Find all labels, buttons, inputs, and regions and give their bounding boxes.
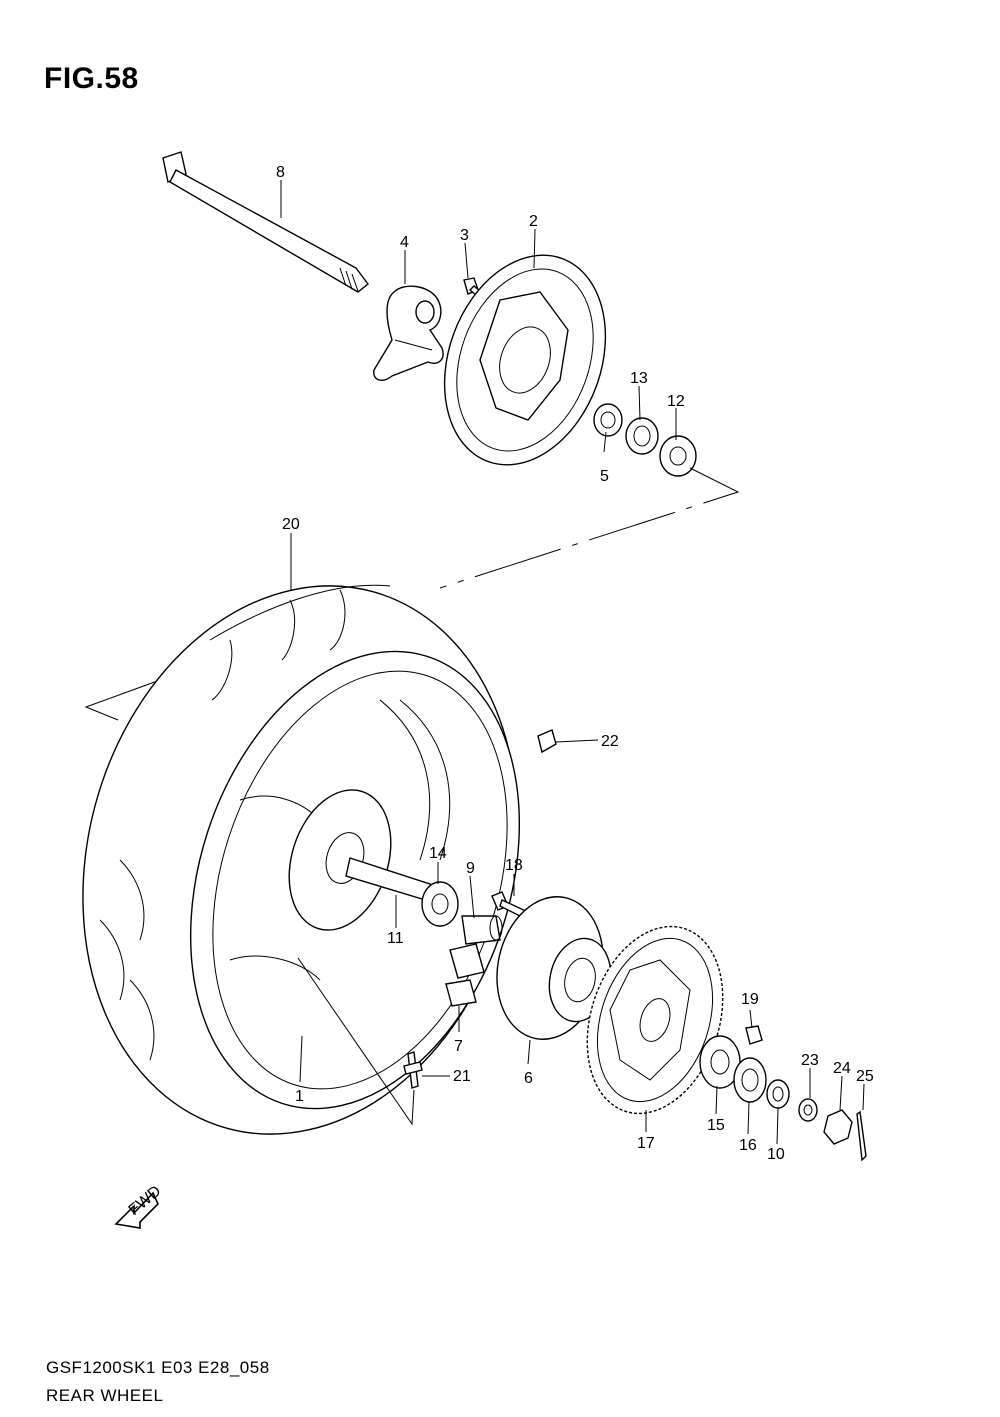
callout-3: 3 [460,227,469,244]
cotter-pin[interactable] [856,1110,867,1162]
tire-valve[interactable] [403,1051,423,1089]
callout-16: 16 [739,1137,757,1154]
model-code: GSF1200SK1 E03 E28_058 [46,1358,270,1377]
wheel-bearing-right[interactable] [421,881,459,927]
diagram-name: REAR WHEEL [46,1386,164,1405]
sprocket-mounting-drum[interactable] [484,887,618,1049]
callout-21: 21 [453,1068,471,1085]
callout-9: 9 [466,860,475,877]
oil-seal[interactable] [625,417,659,455]
callout-7: 7 [454,1038,463,1055]
callout-12: 12 [667,393,685,410]
leader-lines [280,180,865,1145]
callout-18: 18 [505,857,523,874]
callout-4: 4 [400,234,409,251]
callout-19: 19 [741,991,759,1008]
callout-13: 13 [630,370,648,387]
sprocket-oil-seal[interactable] [733,1057,767,1103]
brake-disc[interactable] [417,233,634,488]
wheel-bearing-left[interactable] [659,435,697,477]
rear-axle-shaft[interactable] [162,151,369,293]
callout-17: 17 [637,1135,655,1152]
spacer-collar[interactable] [593,403,623,437]
rear-sprocket[interactable] [564,909,745,1131]
callout-1: 1 [295,1088,304,1105]
sprocket-spacer[interactable] [766,1079,790,1109]
callout-24: 24 [833,1060,851,1077]
balance-weight[interactable] [537,729,557,754]
callout-20: 20 [282,516,300,533]
callout-15: 15 [707,1117,725,1134]
callout-22: 22 [601,733,619,750]
axle-nut[interactable] [823,1109,853,1145]
axle-washer[interactable] [798,1098,818,1122]
sprocket-nut[interactable] [745,1025,763,1045]
callout-11: 11 [387,930,404,947]
forward-direction-arrow-icon: FWD [114,1183,164,1229]
cush-drive-damper[interactable] [445,943,485,1007]
callout-14: 14 [429,845,447,862]
callout-8: 8 [276,164,285,181]
callout-2: 2 [529,213,538,230]
callout-25: 25 [856,1068,874,1085]
hub-spacer[interactable] [461,915,503,945]
figure-title: FIG.58 [44,62,139,95]
caliper-bracket[interactable] [373,285,444,381]
rear-wheel-rim[interactable] [135,609,575,1152]
callout-23: 23 [801,1052,819,1069]
callout-6: 6 [524,1070,533,1087]
callout-numbers: 1 2 3 4 5 6 7 8 9 10 11 12 13 14 15 16 1… [276,164,874,1163]
callout-10: 10 [767,1146,785,1163]
callout-5: 5 [600,468,609,485]
